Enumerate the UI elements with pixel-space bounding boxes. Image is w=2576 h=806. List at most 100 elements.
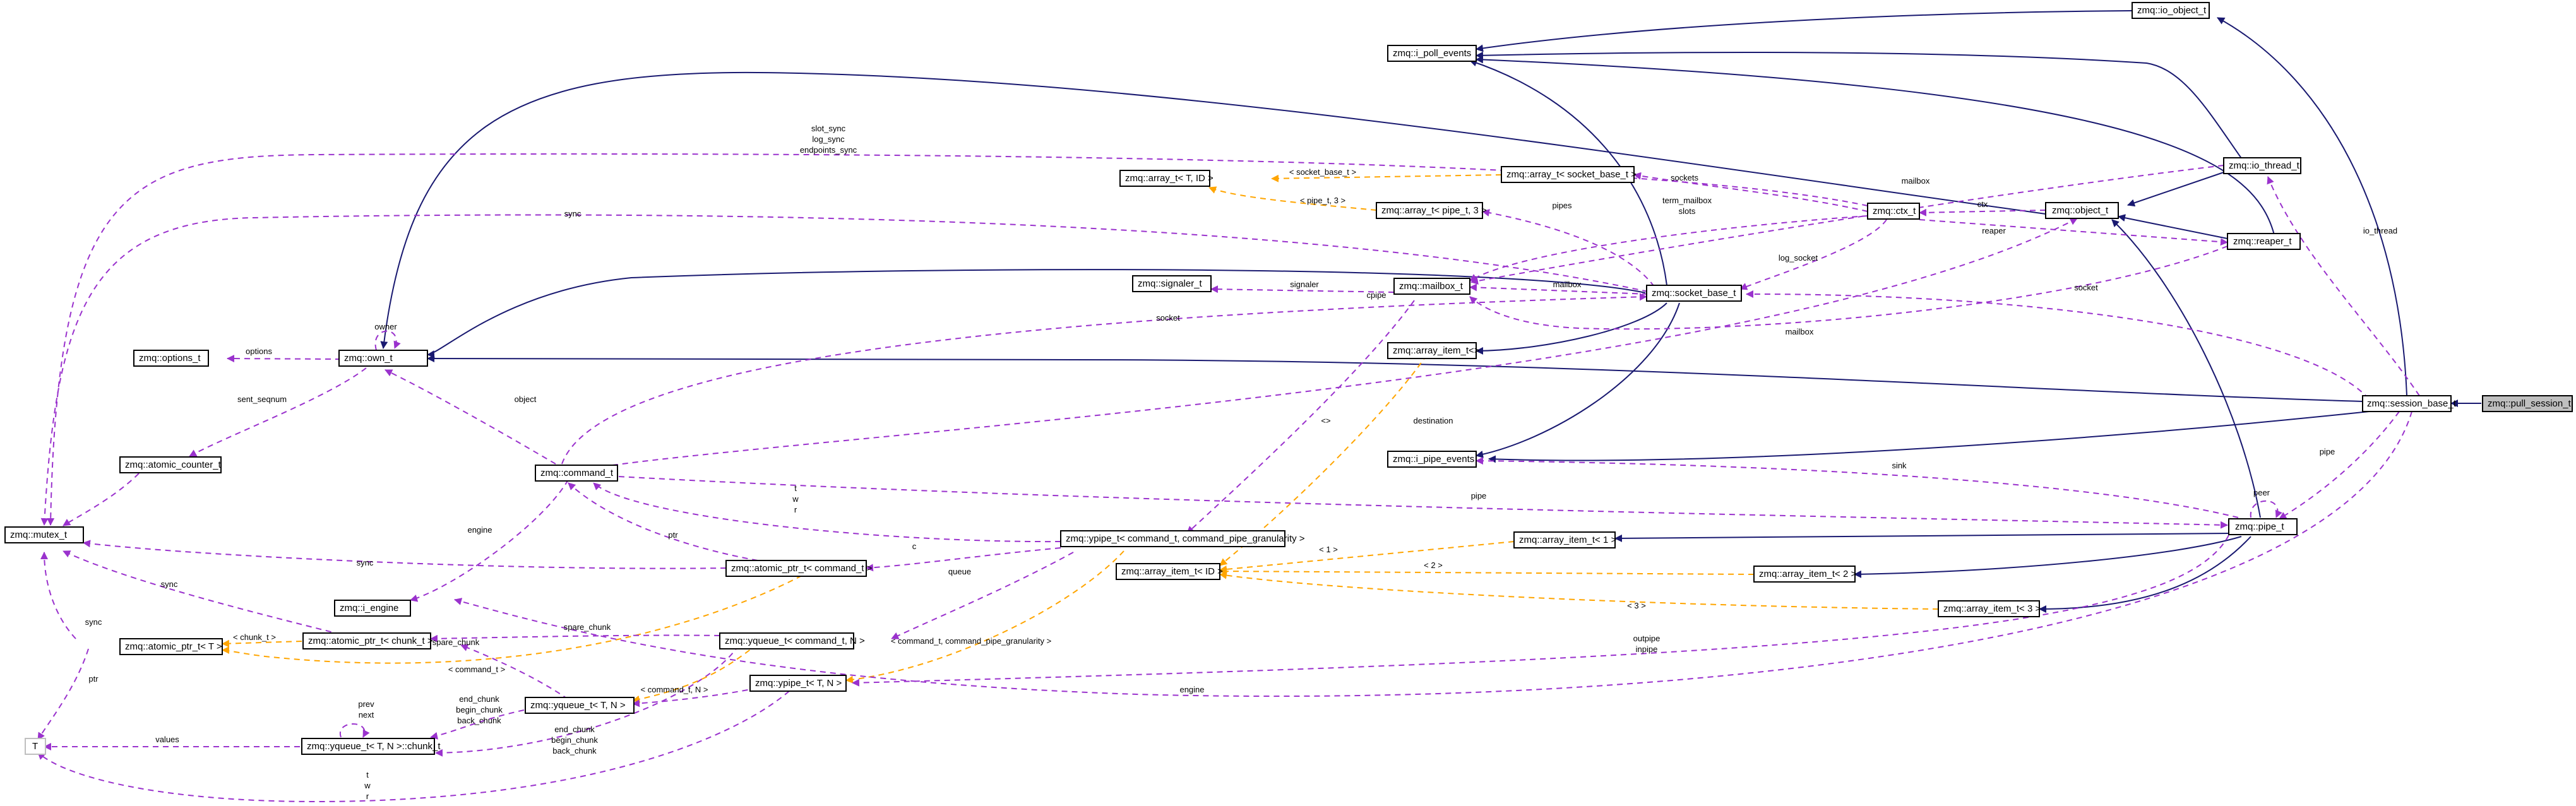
node-signaler[interactable]: zmq::signaler_t bbox=[1132, 275, 1212, 292]
label-t-low: t bbox=[366, 770, 369, 779]
node-object[interactable]: zmq::object_t bbox=[2045, 202, 2119, 219]
edge-atomptrcmd-cmd bbox=[568, 482, 758, 561]
edge-pipe-ypipeTN bbox=[852, 535, 2229, 687]
label-engine-left: engine bbox=[467, 525, 492, 535]
node-socket-base[interactable]: zmq::socket_base_t bbox=[1646, 285, 1742, 302]
node-array-item-1[interactable]: zmq::array_item_t< 1 > bbox=[1513, 531, 1616, 548]
label-r-low: r bbox=[366, 791, 369, 801]
node-chunk[interactable]: zmq::yqueue_t< T, N >::chunk_t bbox=[301, 738, 441, 755]
label-engine-low: engine bbox=[1179, 685, 1204, 694]
edge-own-self bbox=[374, 330, 401, 351]
node-label: zmq::array_item_t< 1 > bbox=[1519, 535, 1616, 545]
label-pipe-mid: pipe bbox=[1471, 491, 1487, 501]
node-atomic-ptr-command[interactable]: zmq::atomic_ptr_t< command_t > bbox=[725, 560, 873, 577]
edge-session-ipipe bbox=[1488, 411, 2370, 463]
node-ctx[interactable]: zmq::ctx_t bbox=[1867, 203, 1920, 220]
edge-pipe-self bbox=[2250, 500, 2282, 518]
edge-pipe-aitem1 bbox=[1614, 533, 2229, 542]
edge-reaper-object bbox=[2118, 214, 2228, 239]
edge-sockbase-own bbox=[427, 269, 1646, 358]
label-inpipe: inpipe bbox=[1636, 644, 1658, 654]
edge-mailbox-sig bbox=[1210, 285, 1395, 293]
node-ypipe-command[interactable]: zmq::ypipe_t< command_t, command_pipe_gr… bbox=[1060, 530, 1305, 547]
node-yqueue-T-N[interactable]: zmq::yqueue_t< T, N > bbox=[525, 697, 635, 714]
edge-reaper-mailbox bbox=[1469, 246, 2228, 330]
node-session-base[interactable]: zmq::session_base_t bbox=[2362, 395, 2457, 412]
edge-cmd-object bbox=[612, 218, 2078, 466]
node-ypipe-T-N[interactable]: zmq::ypipe_t< T, N > bbox=[749, 675, 847, 692]
label-mailbox-top: mailbox bbox=[1902, 176, 1930, 186]
node-atomic-ptr-chunk[interactable]: zmq::atomic_ptr_t< chunk_t > bbox=[302, 632, 433, 649]
node-label: zmq::array_t< T, ID > bbox=[1125, 173, 1213, 184]
label-end-chunk-a: end_chunk bbox=[459, 694, 499, 704]
edge-atomptrcmd-mutex bbox=[83, 540, 727, 569]
node-i-engine[interactable]: zmq::i_engine bbox=[334, 600, 411, 617]
label-r: r bbox=[794, 505, 797, 514]
node-label: zmq::array_item_t< ID > bbox=[1121, 566, 1223, 577]
edge-cmd-own bbox=[385, 369, 556, 465]
edge-ctx-sockbase bbox=[1739, 219, 1887, 290]
node-own[interactable]: zmq::own_t bbox=[338, 350, 428, 367]
node-label: zmq::i_pipe_events bbox=[1393, 454, 1474, 465]
node-atomic-ptr-T[interactable]: zmq::atomic_ptr_t< T > bbox=[119, 638, 223, 655]
node-T[interactable]: T bbox=[25, 738, 46, 755]
node-i-poll-events[interactable]: zmq::i_poll_events bbox=[1387, 45, 1477, 62]
node-array-item-3[interactable]: zmq::array_item_t< 3 > bbox=[1938, 600, 2041, 617]
label-c: c bbox=[912, 542, 917, 551]
node-label: zmq::array_t< socket_base_t > bbox=[1506, 169, 1637, 180]
edge-ctx-reaper bbox=[1919, 219, 2228, 246]
node-pipe[interactable]: zmq::pipe_t bbox=[2228, 518, 2298, 535]
label-queue: queue bbox=[948, 567, 971, 576]
node-reaper[interactable]: zmq::reaper_t bbox=[2227, 233, 2301, 250]
node-label: zmq::array_item_t< 3 > bbox=[1943, 603, 2041, 614]
label-term-mailbox: term_mailbox bbox=[1662, 196, 1712, 205]
node-array-T-ID[interactable]: zmq::array_t< T, ID > bbox=[1119, 170, 1213, 187]
label-mailbox-mid: mailbox bbox=[1553, 280, 1582, 289]
node-label: zmq::atomic_ptr_t< T > bbox=[125, 641, 222, 652]
node-io-thread[interactable]: zmq::io_thread_t bbox=[2223, 157, 2301, 174]
nodes: zmq::pull_session_t zmq::session_base_t … bbox=[4, 2, 2573, 755]
node-label: zmq::array_t< pipe_t, 3 > bbox=[1381, 205, 1487, 216]
node-label: zmq::command_t bbox=[540, 468, 614, 478]
label-signaler: signaler bbox=[1290, 280, 1319, 289]
node-label: zmq::yqueue_t< T, N >::chunk_t bbox=[307, 741, 441, 752]
label-io-thread: io_thread bbox=[2363, 226, 2397, 235]
node-options[interactable]: zmq::options_t bbox=[133, 350, 209, 367]
node-label: zmq::array_item_t< 2 > bbox=[1759, 569, 1856, 579]
edge-yqcmd-atomptrchunk bbox=[430, 634, 720, 643]
node-array-item-empty[interactable]: zmq::array_item_t<> bbox=[1387, 342, 1480, 359]
label-ptr-low: ptr bbox=[88, 674, 98, 684]
node-array-item-ID[interactable]: zmq::array_item_t< ID > bbox=[1116, 563, 1223, 580]
label-prev: prev bbox=[358, 699, 374, 709]
node-array-pipe-3[interactable]: zmq::array_t< pipe_t, 3 > bbox=[1376, 202, 1487, 219]
label-spare-chunk-a: spare_chunk bbox=[564, 622, 611, 632]
edge-session-iothread bbox=[2267, 176, 2420, 396]
label-w: w bbox=[792, 494, 799, 504]
edge-ypipecmd-cmd bbox=[593, 482, 1061, 543]
node-io-object[interactable]: zmq::io_object_t bbox=[2132, 2, 2210, 19]
edge-ypipecmd-yqcmd bbox=[891, 552, 1074, 639]
edge-pipe-aitem2 bbox=[1854, 536, 2242, 578]
label-spare-chunk-b: spare_chunk bbox=[432, 637, 480, 647]
node-label: zmq::i_engine bbox=[340, 603, 398, 613]
edge-sockbase-mutex bbox=[40, 214, 1649, 526]
node-i-pipe-events[interactable]: zmq::i_pipe_events bbox=[1387, 451, 1477, 468]
label-sync-low: sync bbox=[161, 579, 178, 589]
edge-pipe-object bbox=[2111, 219, 2261, 518]
edge-sockbase-aitem0 bbox=[1476, 302, 1667, 355]
node-array-socket-base[interactable]: zmq::array_t< socket_base_t > bbox=[1501, 166, 1637, 183]
label-outpipe: outpipe bbox=[1633, 634, 1661, 643]
node-mutex[interactable]: zmq::mutex_t bbox=[4, 526, 84, 543]
label-sockets: sockets bbox=[1671, 173, 1699, 182]
node-yqueue-command[interactable]: zmq::yqueue_t< command_t, N > bbox=[719, 632, 865, 649]
label-sync-atom: sync bbox=[85, 617, 102, 627]
label-back-chunk-a: back_chunk bbox=[457, 716, 501, 725]
edge-cmd-sockbase bbox=[561, 293, 1647, 465]
node-pull-session[interactable]: zmq::pull_session_t bbox=[2482, 395, 2573, 412]
node-mailbox[interactable]: zmq::mailbox_t bbox=[1393, 278, 1470, 295]
node-array-item-2[interactable]: zmq::array_item_t< 2 > bbox=[1753, 566, 1856, 583]
node-atomic-counter[interactable]: zmq::atomic_counter_t bbox=[119, 456, 222, 473]
node-label: zmq::io_thread_t bbox=[2229, 160, 2300, 171]
node-label: zmq::ctx_t bbox=[1873, 206, 1916, 216]
node-command[interactable]: zmq::command_t bbox=[535, 465, 618, 482]
